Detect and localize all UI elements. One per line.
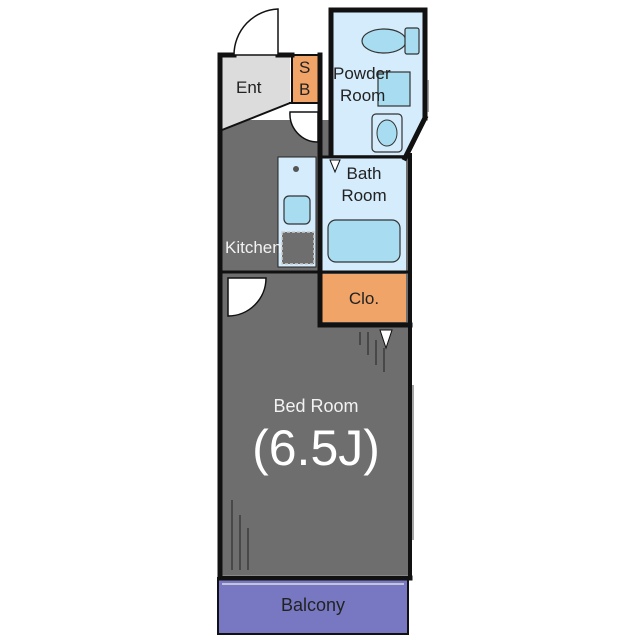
bathtub bbox=[327, 219, 401, 263]
stove-area bbox=[281, 231, 315, 265]
wash-basin-cabinet bbox=[377, 71, 411, 107]
faucet bbox=[293, 166, 299, 172]
entrance-floor bbox=[222, 55, 290, 130]
bed-room-label: Bed Room bbox=[273, 396, 359, 416]
room-shading-lines bbox=[231, 332, 385, 570]
bed-room-size: (6.5J) bbox=[252, 420, 380, 476]
kitchen-sink bbox=[283, 195, 311, 225]
toilet bbox=[361, 28, 407, 54]
entrance-door-swing bbox=[233, 8, 279, 56]
kitchen-door-swing bbox=[227, 277, 267, 317]
closet-label: Clo. bbox=[348, 289, 380, 308]
shoe-box-label-top: S bbox=[299, 58, 311, 77]
door-swings bbox=[227, 8, 319, 317]
closet-door-marks bbox=[329, 159, 393, 350]
bath-room-label-2: Room bbox=[341, 186, 387, 205]
kitchen-label: Kitchen bbox=[225, 238, 282, 257]
bath-room-label-1: Bath bbox=[346, 164, 382, 183]
balcony-floor bbox=[217, 577, 409, 635]
windows bbox=[412, 80, 429, 540]
shoe-box-label-bottom: B bbox=[299, 80, 311, 99]
powder-room-label-2: Room bbox=[340, 86, 386, 105]
toilet-tank bbox=[404, 27, 420, 55]
wash-basin-bowl bbox=[376, 119, 398, 147]
balcony-label: Balcony bbox=[280, 595, 346, 615]
walls bbox=[217, 7, 429, 581]
powder-room-label-1: Powder bbox=[333, 64, 391, 83]
entrance-label: Ent bbox=[236, 78, 262, 97]
powder-door-swing bbox=[289, 111, 319, 143]
closet-floor bbox=[322, 274, 406, 322]
